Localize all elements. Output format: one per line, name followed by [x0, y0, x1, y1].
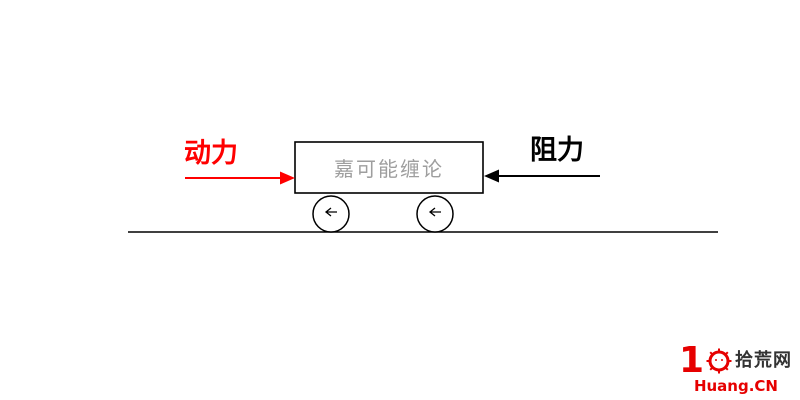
- resistance-arrow: [484, 169, 600, 183]
- watermark: 1 拾: [678, 339, 792, 394]
- left-wheel-mark-icon: [324, 207, 337, 217]
- watermark-top-row: 1 拾: [678, 339, 792, 381]
- watermark-site-name: 拾荒网: [735, 349, 792, 371]
- watermark-domain: Huang.CN: [693, 377, 778, 395]
- right-wheel-mark-icon: [428, 207, 441, 217]
- gear-icon: [706, 348, 732, 374]
- left-wheel: [312, 195, 350, 233]
- right-wheel: [416, 195, 454, 233]
- cart-body: [294, 141, 484, 194]
- driving-force-arrow: [185, 171, 295, 185]
- cart-label: 嘉可能缠论: [334, 157, 444, 181]
- watermark-bottom-row: Huang.CN: [694, 378, 792, 394]
- watermark-number: 1: [678, 339, 704, 381]
- driving-force-label: 动力: [184, 138, 238, 169]
- resistance-label: 阻力: [530, 135, 584, 166]
